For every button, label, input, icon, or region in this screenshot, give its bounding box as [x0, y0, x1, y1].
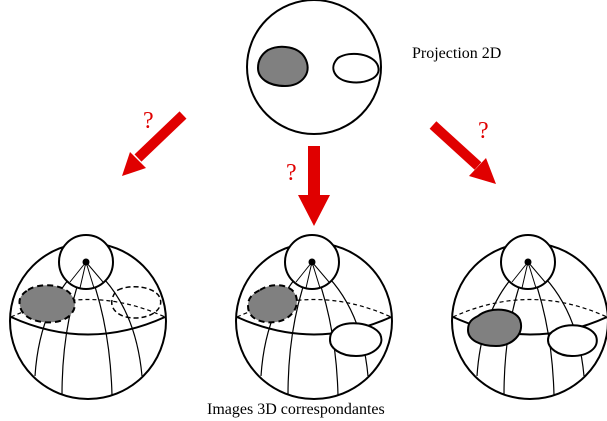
projection-2d-disk — [246, 0, 382, 135]
question-mark-right: ? — [478, 118, 489, 144]
shaded-region-2d — [256, 45, 309, 88]
sphere-left — [9, 234, 167, 400]
sphere-center — [235, 234, 393, 400]
question-mark-left: ? — [143, 108, 154, 134]
arrow-right — [429, 121, 496, 184]
sphere-right — [451, 234, 607, 400]
projection-label: Projection 2D — [412, 45, 501, 62]
images-3d-label: Images 3D correspondantes — [207, 401, 385, 418]
white-region-2d — [332, 52, 380, 84]
arrow-left — [122, 111, 187, 176]
arrow-center — [298, 146, 330, 226]
question-mark-center: ? — [286, 160, 297, 186]
